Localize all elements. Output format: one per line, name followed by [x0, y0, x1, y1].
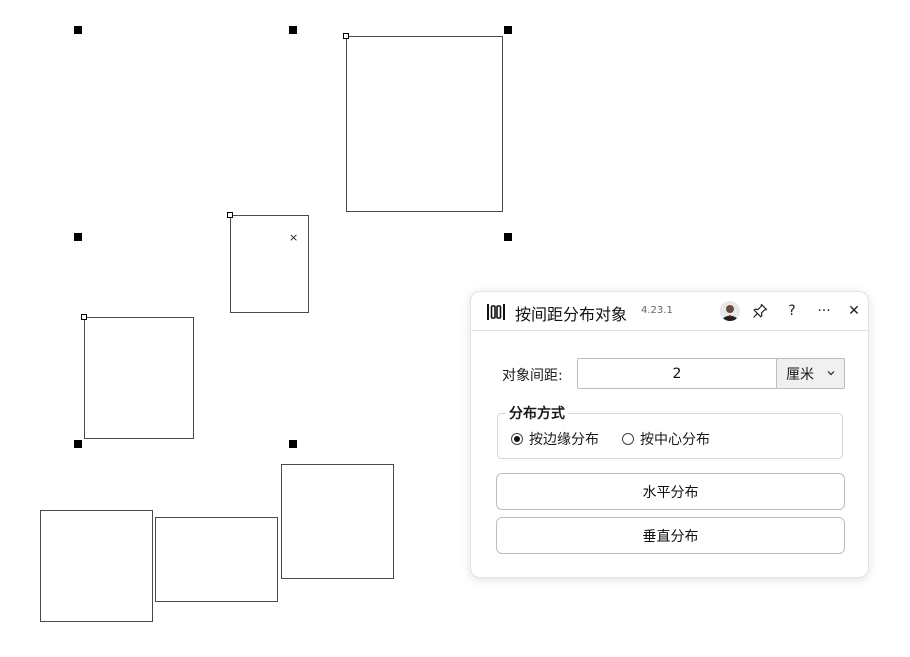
spacing-input[interactable] — [577, 358, 777, 389]
rectangle-shape[interactable] — [40, 510, 153, 622]
radio-by-edge[interactable]: 按边缘分布 — [511, 429, 599, 449]
rectangle-shape[interactable] — [281, 464, 394, 579]
group-title: 分布方式 — [506, 403, 568, 423]
pin-icon — [753, 303, 768, 318]
pin-button[interactable] — [748, 299, 772, 323]
rectangle-shape[interactable] — [346, 36, 503, 212]
dialog-title: 按间距分布对象 — [515, 305, 628, 324]
selection-handle-middle-right[interactable] — [504, 233, 512, 241]
radio-by-center[interactable]: 按中心分布 — [622, 429, 710, 449]
shape-anchor-point[interactable] — [81, 314, 87, 320]
radio-label: 按中心分布 — [640, 432, 710, 448]
selection-handle-top-left[interactable] — [74, 26, 82, 34]
selection-handle-bottom-left[interactable] — [74, 440, 82, 448]
chevron-down-icon — [827, 371, 835, 376]
unit-value: 厘米 — [786, 366, 814, 383]
selection-handle-top-middle[interactable] — [289, 26, 297, 34]
spacing-label: 对象间距: — [502, 368, 563, 384]
more-options-button[interactable]: ··· — [817, 303, 831, 319]
dialog-titlebar[interactable]: 按间距分布对象 4.23.1 ? ··· ✕ — [471, 292, 868, 331]
distribute-horizontal-button[interactable]: 水平分布 — [496, 473, 845, 510]
unit-select[interactable]: 厘米 — [776, 358, 845, 389]
selection-handle-middle-left[interactable] — [74, 233, 82, 241]
distribute-vertical-button[interactable]: 垂直分布 — [496, 517, 845, 554]
distribution-method-group — [497, 413, 843, 459]
version-label: 4.23.1 — [641, 305, 673, 316]
radio-indicator[interactable] — [622, 433, 634, 445]
close-button[interactable]: ✕ — [848, 303, 860, 319]
radio-label: 按边缘分布 — [529, 432, 599, 448]
selection-handle-bottom-middle[interactable] — [289, 440, 297, 448]
distribute-by-spacing-dialog: 按间距分布对象 4.23.1 ? ··· ✕ 对象间距: 厘米 分布方式 — [470, 291, 869, 578]
radio-indicator-selected[interactable] — [511, 433, 523, 445]
rectangle-shape[interactable] — [155, 517, 278, 602]
help-button[interactable]: ? — [788, 303, 796, 319]
rectangle-shape[interactable] — [230, 215, 309, 313]
selection-center-mark[interactable]: × — [289, 231, 299, 244]
rectangle-shape[interactable] — [84, 317, 194, 439]
shape-anchor-point[interactable] — [343, 33, 349, 39]
shape-anchor-point[interactable] — [227, 212, 233, 218]
distribute-spacing-icon — [487, 304, 505, 320]
avatar[interactable] — [720, 301, 740, 321]
user-avatar-icon — [720, 301, 740, 321]
selection-handle-top-right[interactable] — [504, 26, 512, 34]
